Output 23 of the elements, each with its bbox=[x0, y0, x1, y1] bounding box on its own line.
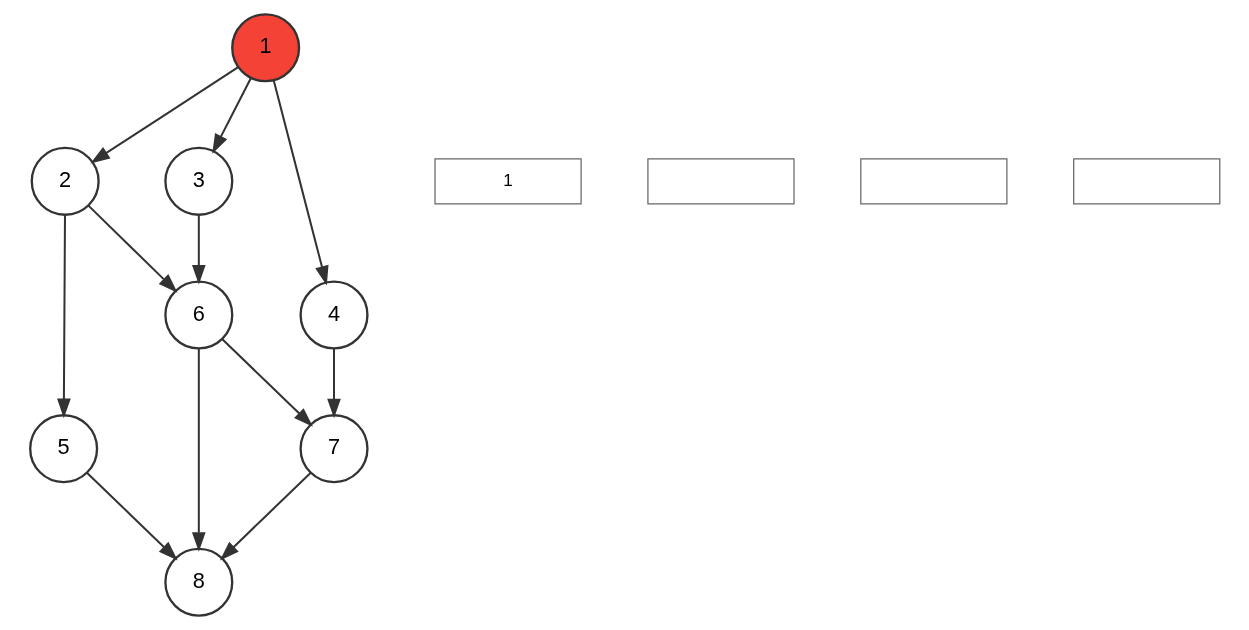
node-circle: 4 bbox=[298, 280, 369, 350]
arrow bbox=[56, 214, 71, 419]
arrow bbox=[191, 215, 206, 285]
node-circle: 2 bbox=[30, 146, 100, 216]
arrow bbox=[191, 348, 206, 552]
node-box bbox=[1072, 158, 1220, 205]
arrow bbox=[87, 204, 178, 293]
arrow bbox=[85, 472, 178, 561]
node-circle: 7 bbox=[298, 414, 369, 484]
arrow bbox=[219, 472, 311, 561]
arrow bbox=[326, 348, 341, 419]
node-circle: 6 bbox=[163, 280, 233, 350]
arrow bbox=[211, 77, 252, 154]
node-box bbox=[646, 158, 795, 205]
node-box: 1 bbox=[433, 158, 582, 205]
arrow bbox=[272, 80, 329, 286]
arrow bbox=[221, 338, 313, 427]
arrow bbox=[89, 66, 239, 164]
node-circle: 1 bbox=[230, 13, 300, 83]
node-circle: 5 bbox=[28, 414, 98, 484]
node-circle: 3 bbox=[163, 146, 233, 216]
node-box bbox=[859, 158, 1007, 205]
node-circle: 8 bbox=[163, 547, 233, 617]
